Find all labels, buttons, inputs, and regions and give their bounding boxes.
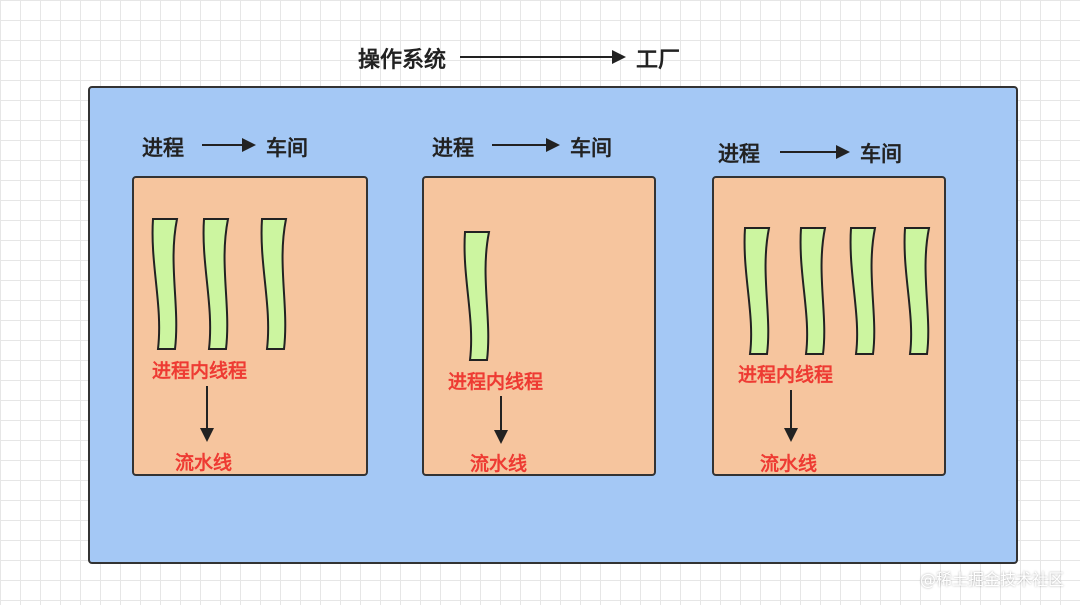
process-label-2: 进程 xyxy=(432,136,474,160)
threads-label-1: 进程内线程 xyxy=(152,360,248,382)
workshop-label-1: 车间 xyxy=(266,136,308,160)
thread-1-1 xyxy=(151,218,179,350)
workshop-label-3: 车间 xyxy=(860,142,902,166)
thread-3-1 xyxy=(743,227,771,355)
pipeline-arrow-1 xyxy=(200,386,214,442)
process-label-3: 进程 xyxy=(718,142,760,166)
process-arrow-3 xyxy=(780,145,850,159)
factory-label: 工厂 xyxy=(636,48,681,73)
pipeline-arrow-3 xyxy=(784,390,798,442)
pipeline-label-1: 流水线 xyxy=(175,452,233,474)
thread-2-1 xyxy=(463,231,491,361)
thread-3-4 xyxy=(903,227,931,355)
pipeline-arrow-2 xyxy=(494,396,508,444)
thread-3-2 xyxy=(799,227,827,355)
header-arrow xyxy=(460,50,626,64)
process-arrow-1 xyxy=(202,138,256,152)
threads-label-3: 进程内线程 xyxy=(738,364,834,386)
workshop-label-2: 车间 xyxy=(570,136,612,160)
pipeline-label-3: 流水线 xyxy=(760,453,818,475)
process-arrow-2 xyxy=(492,138,560,152)
threads-label-2: 进程内线程 xyxy=(448,371,544,393)
pipeline-label-2: 流水线 xyxy=(470,453,528,475)
thread-1-2 xyxy=(202,218,230,350)
watermark: @稀土掘金技术社区 xyxy=(919,570,1064,589)
process-label-1: 进程 xyxy=(142,136,184,160)
workshop-box-2 xyxy=(422,176,656,476)
thread-1-3 xyxy=(260,218,288,350)
os-label: 操作系统 xyxy=(358,48,447,73)
thread-3-3 xyxy=(849,227,877,355)
